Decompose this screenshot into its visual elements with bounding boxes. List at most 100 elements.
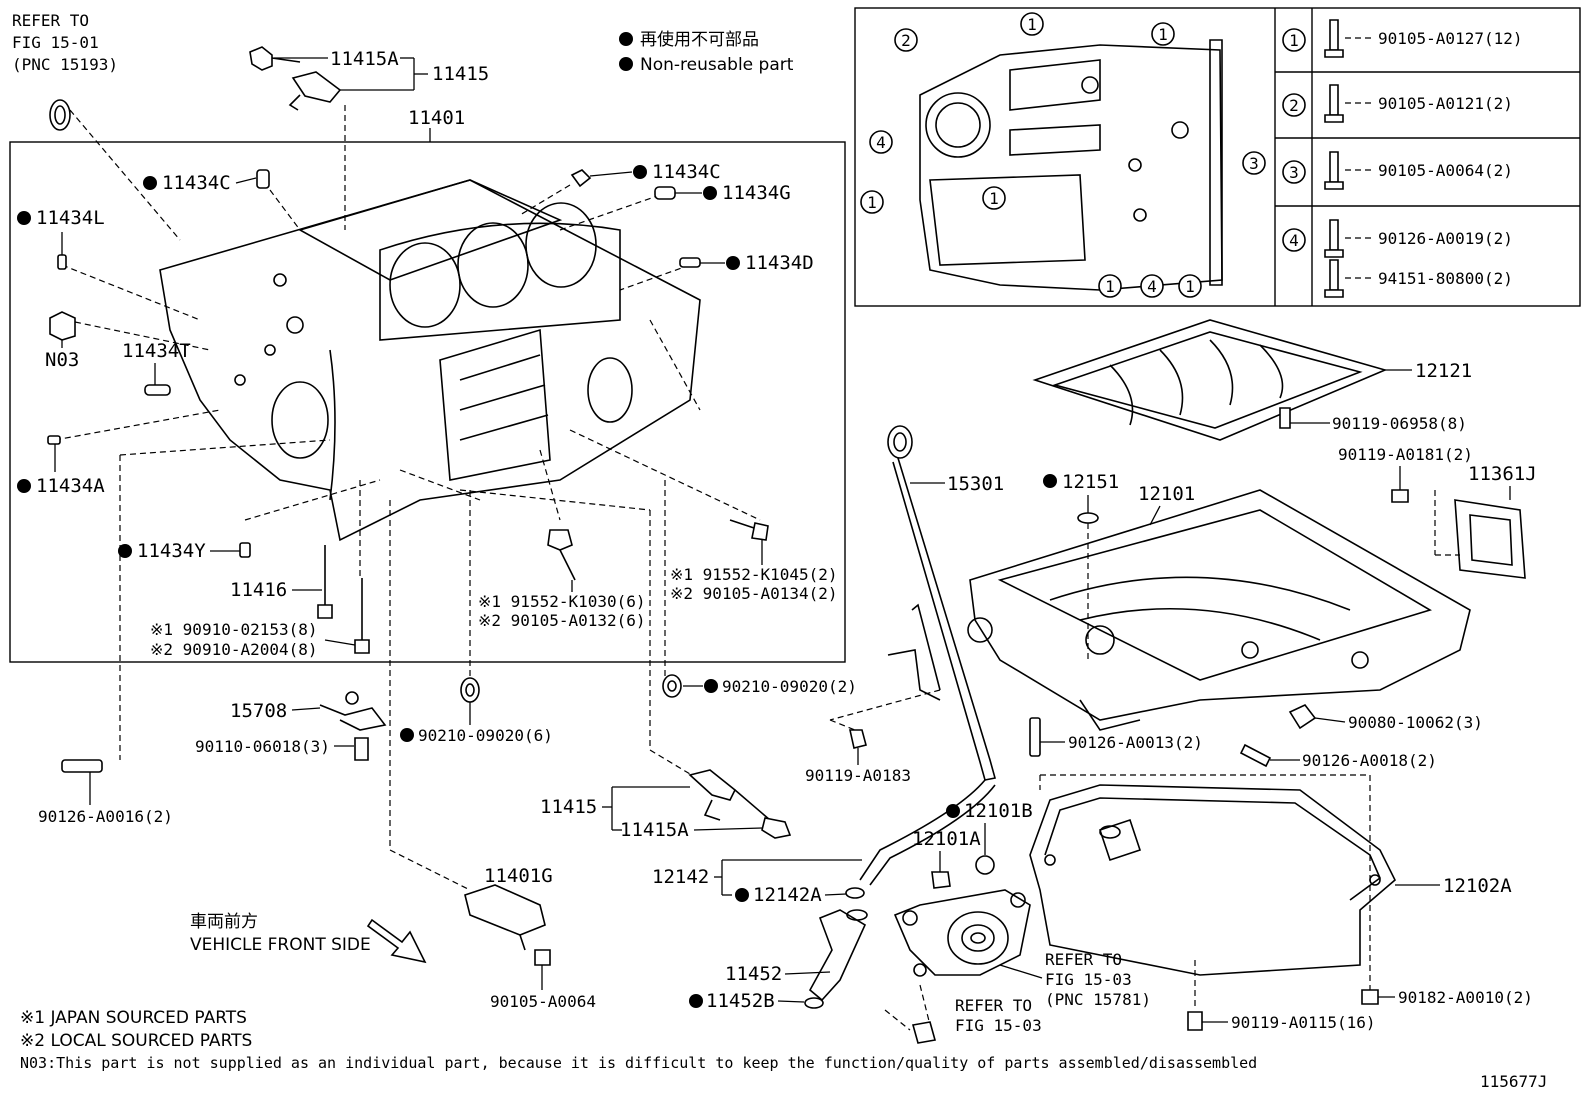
label-90110-06018[interactable]: 90110-06018(3): [195, 737, 330, 756]
oil-seal-part[interactable]: [49, 99, 71, 131]
label-90210-09020-6[interactable]: 90210-09020(6): [418, 726, 553, 745]
label-90182-A0010[interactable]: 90182-A0010(2): [1398, 988, 1533, 1007]
bolt-11415A-part[interactable]: [249, 46, 273, 71]
label-90119-A0115[interactable]: 90119-A0115(16): [1231, 1013, 1376, 1032]
label-15301[interactable]: 15301: [947, 473, 1004, 495]
bolt-part-number[interactable]: 90126-A0019(2): [1378, 229, 1513, 248]
plug-90182-part[interactable]: [1361, 989, 1379, 1005]
plug-N03-part[interactable]: [49, 311, 76, 341]
bolt-90119-A0181-part[interactable]: [1391, 489, 1409, 503]
stud-90126-A0018-part[interactable]: [1239, 743, 1272, 768]
label-12102A[interactable]: 12102A: [1443, 875, 1512, 897]
pin-11434L-part[interactable]: [57, 254, 67, 270]
pin-11434C-part[interactable]: [256, 169, 270, 189]
label-11434A[interactable]: 11434A: [36, 475, 105, 497]
front-direction-arrow-icon: [366, 918, 427, 964]
bolt-90105-A0064-part[interactable]: [534, 949, 551, 966]
label-11434L[interactable]: 11434L: [36, 207, 105, 229]
label-12121[interactable]: 12121: [1415, 360, 1472, 382]
pipe-11452-part[interactable]: [808, 909, 867, 1002]
bolt-90119-06958-part[interactable]: [1279, 407, 1291, 429]
stud-90126-A0016-part[interactable]: [61, 759, 103, 773]
label-90126-A0016[interactable]: 90126-A0016(2): [38, 807, 173, 826]
label-11452[interactable]: 11452: [725, 963, 782, 985]
bolt-91552-K1030-part[interactable]: [547, 529, 573, 551]
label-12101B[interactable]: 12101B: [964, 800, 1033, 822]
label-91552-K1045[interactable]: ※1 91552-K1045(2): [670, 565, 838, 584]
label-90119-A0181[interactable]: 90119-A0181(2): [1338, 445, 1473, 464]
guide-tube-12142-part[interactable]: [859, 779, 986, 881]
label-11434C-right[interactable]: 11434C: [652, 161, 721, 183]
plug-12101A-part[interactable]: [931, 871, 951, 889]
bolt-part-number[interactable]: 90105-A0121(2): [1378, 94, 1513, 113]
label-11401G[interactable]: 11401G: [484, 865, 553, 887]
label-11415A-bottom[interactable]: 11415A: [620, 819, 689, 841]
plate-11361J-part[interactable]: [1454, 499, 1526, 579]
bolt-oil-filter-part[interactable]: [911, 1021, 937, 1044]
sensor-11415-part[interactable]: [291, 71, 342, 103]
tube-bracket-part[interactable]: [887, 649, 941, 701]
label-11415A-top[interactable]: 11415A: [330, 48, 399, 70]
label-12151[interactable]: 12151: [1062, 471, 1119, 493]
oring-12151-part[interactable]: [1077, 512, 1099, 524]
label-90910-A2004[interactable]: ※2 90910-A2004(8): [150, 640, 318, 659]
bolt-part-number[interactable]: 90105-A0127(12): [1378, 29, 1523, 48]
washer-90210-2-part[interactable]: [662, 674, 682, 698]
label-11361J[interactable]: 11361J: [1468, 463, 1537, 485]
bolt-part-number[interactable]: 94151-80800(2): [1378, 269, 1513, 288]
label-11434C-left[interactable]: 11434C: [162, 172, 231, 194]
label-90210-09020-2[interactable]: 90210-09020(2): [722, 677, 857, 696]
label-N03[interactable]: N03: [45, 349, 79, 371]
dipstick-15301-part[interactable]: [887, 425, 913, 459]
oring-12142A-part[interactable]: [845, 887, 865, 899]
label-12142[interactable]: 12142: [652, 866, 709, 888]
pin-11434D-part[interactable]: [679, 257, 701, 268]
sensor-11415-bottom-part[interactable]: [688, 769, 737, 801]
bolt-90119-A0183-part[interactable]: [849, 729, 867, 749]
bolt-11415A-bottom-part[interactable]: [761, 817, 792, 839]
bolt-90110-part[interactable]: [354, 737, 369, 761]
label-11434D[interactable]: 11434D: [745, 252, 814, 274]
label-12101A[interactable]: 12101A: [912, 828, 981, 850]
washer-90210-6-part[interactable]: [460, 677, 480, 703]
label-15708[interactable]: 15708: [230, 700, 287, 722]
pin-11434C-right-part[interactable]: [570, 169, 592, 188]
label-11434G[interactable]: 11434G: [722, 182, 791, 204]
gasket-12101B-part[interactable]: [975, 855, 995, 875]
label-12101[interactable]: 12101: [1138, 483, 1195, 505]
label-90105-A0064[interactable]: 90105-A0064: [490, 992, 596, 1011]
label-90126-A0018[interactable]: 90126-A0018(2): [1302, 751, 1437, 770]
sensor-11401G-part[interactable]: [464, 884, 546, 936]
label-11401[interactable]: 11401: [408, 107, 465, 129]
plug-90080-10062-part[interactable]: [1288, 704, 1317, 730]
oil-filter-bracket-part[interactable]: [893, 889, 1031, 977]
label-90105-A0132[interactable]: ※2 90105-A0132(6): [478, 611, 646, 630]
timing-cover-part[interactable]: [919, 39, 1223, 291]
label-90105-A0134[interactable]: ※2 90105-A0134(2): [670, 584, 838, 603]
label-90126-A0013[interactable]: 90126-A0013(2): [1068, 733, 1203, 752]
label-90080-10062[interactable]: 90080-10062(3): [1348, 713, 1483, 732]
pin-11434G-part[interactable]: [654, 186, 676, 200]
label-90910-02153[interactable]: ※1 90910-02153(8): [150, 620, 318, 639]
pin-11434A-part[interactable]: [47, 435, 61, 445]
label-11434Y[interactable]: 11434Y: [137, 540, 206, 562]
label-90119-A0183[interactable]: 90119-A0183: [805, 766, 911, 785]
label-12142A[interactable]: 12142A: [753, 884, 822, 906]
bracket-15708-part[interactable]: [319, 704, 387, 731]
cylinder-block-part[interactable]: [159, 179, 701, 542]
label-11434T[interactable]: 11434T: [122, 340, 191, 362]
label-11415-top[interactable]: 11415: [432, 63, 489, 85]
bolt-90119-A0115-part[interactable]: [1187, 1011, 1203, 1031]
label-11416[interactable]: 11416: [230, 579, 287, 601]
label-11415-bottom[interactable]: 11415: [540, 796, 597, 818]
label-91552-K1030[interactable]: ※1 91552-K1030(6): [478, 592, 646, 611]
oil-pan-12101-part[interactable]: [967, 489, 1471, 731]
oring-11452B-part[interactable]: [804, 997, 824, 1009]
oil-pan-12102A-part[interactable]: [1029, 784, 1396, 976]
pin-11434T-part[interactable]: [144, 384, 171, 396]
bolt-part-number[interactable]: 90105-A0064(2): [1378, 161, 1513, 180]
label-90119-06958[interactable]: 90119-06958(8): [1332, 414, 1467, 433]
label-11452B[interactable]: 11452B: [706, 990, 775, 1012]
pin-11434Y-part[interactable]: [239, 542, 251, 558]
stud-90126-A0013-part[interactable]: [1029, 717, 1041, 757]
